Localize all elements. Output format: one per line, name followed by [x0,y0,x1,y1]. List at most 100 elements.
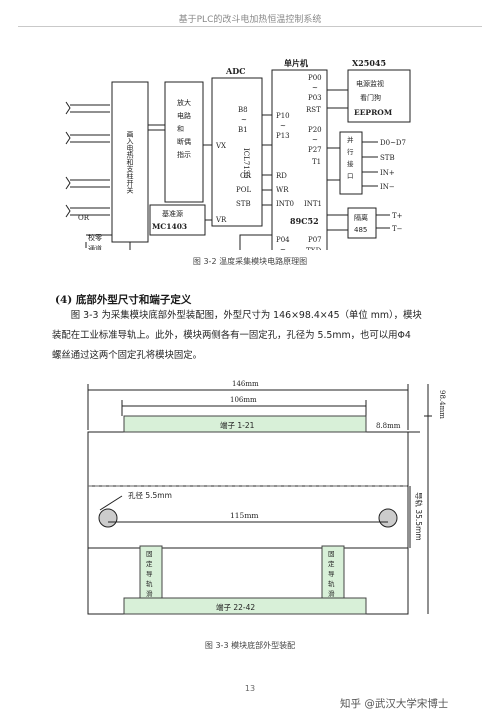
figure2-caption: 图 3-3 模块底部外型装配 [204,641,296,650]
svg-text:RD: RD [276,172,287,180]
svg-text:T−: T− [392,225,403,233]
dim-115: 115mm [230,511,259,520]
svg-text:P07: P07 [308,236,322,244]
ref-block-label: 基准源 [162,209,183,218]
fix-slot-right [321,545,345,599]
svg-text:~: ~ [312,136,318,144]
mcu-block [271,69,328,250]
mcu-part: 89C52 [290,216,319,226]
svg-text:指示: 指示 [177,150,191,159]
svg-text:INT1: INT1 [304,200,322,208]
svg-text:P03: P03 [308,94,322,102]
io-out-3: IN+ [380,169,395,177]
paragraph: 图 3-3 为采集模块底部外型装配图，外型尺寸为 146×98.4×45（单位 … [52,306,462,366]
svg-text:接: 接 [347,159,354,168]
svg-text:P04: P04 [276,236,290,244]
wdt-block [347,69,411,123]
wdt-line3: EEPROM [354,108,392,117]
svg-text:导: 导 [146,570,153,578]
circuit-diagram: 画入电热和支柱开关 放大 电路 和 断偶 指示 基准源 MC1403 ADC I… [65,58,411,250]
figure1-caption: 图 3-2 温度采集模块电路原理图 [192,257,308,266]
terminal-bottom [123,597,367,615]
page-header: 基于PLC的改斗电加热恒温控制系统 [178,15,322,25]
svg-text:B1: B1 [238,126,248,134]
fixing-hole-left [98,508,118,528]
svg-text:VR: VR [215,216,227,224]
svg-text:和: 和 [177,124,184,133]
watermark: 知乎 @武汉大学宋博士 [340,698,449,710]
svg-text:T1: T1 [312,158,321,166]
svg-text:定: 定 [146,559,153,568]
svg-text:~: ~ [312,84,318,92]
svg-text:OR: OR [240,172,252,180]
svg-text:VX: VX [215,142,226,150]
svg-text:P10: P10 [276,112,290,120]
or-label: OR [78,214,90,222]
io-out-1: D0~D7 [380,139,406,147]
page-number: 13 [244,684,256,693]
left-label-2: 通道 [88,244,102,250]
svg-text:~: ~ [280,122,286,130]
svg-text:行: 行 [347,147,354,156]
amp-block [164,81,204,203]
svg-text:INT0: INT0 [276,200,294,208]
fixing-hole-right [378,508,398,528]
module-outline [87,431,409,615]
fix-slot-left-label: 固 [146,550,153,558]
svg-text:~: ~ [241,116,247,124]
svg-text:P27: P27 [308,146,322,154]
svg-text:导: 导 [328,570,335,578]
left-label-1: 校零 [88,233,102,242]
wdt-line1: 电源监视 [356,79,384,88]
io-out-2: STB [380,154,395,162]
svg-text:~: ~ [280,246,286,250]
svg-text:断偶: 断偶 [177,137,191,146]
terminal-top [123,415,367,433]
io-block [339,131,363,195]
svg-text:T+: T+ [392,212,403,220]
amp-block-label-1: 放大 [177,98,191,107]
ref-block-part: MC1403 [152,222,187,231]
svg-text:轨: 轨 [328,579,335,588]
iso-label-1: 隔离 [354,213,368,222]
fix-slot-left [139,545,163,599]
svg-text:TXD: TXD [306,247,322,250]
iso-label-2: 485 [354,226,367,234]
hole-label: 孔径 5.5mm [128,490,172,500]
adc-block [211,77,263,227]
rail-label: 导轨 35.5mm [414,492,424,541]
svg-text:电路: 电路 [177,111,191,120]
svg-text:口: 口 [347,172,354,180]
paragraph-line-3: 螺丝通过这两个固定孔将模块固定。 [52,350,203,361]
dim-146: 146mm [232,380,259,388]
svg-text:WR: WR [276,186,289,194]
module-drawing: 146mm 106mm 端子 1-21 8.8mm 98.4mm 孔径 5.5m… [87,380,446,615]
svg-text:P20: P20 [308,126,322,134]
mcu-title: 单片机 [284,58,308,68]
svg-text:STB: STB [236,200,251,208]
wdt-line2: 看门狗 [360,93,381,102]
dim-8-8: 8.8mm [376,422,401,430]
svg-text:P00: P00 [308,74,322,82]
adc-part: ICL7135 [242,148,250,179]
fix-slot-right-label: 固 [328,550,335,558]
svg-text:POL: POL [236,186,251,194]
svg-text:滑: 滑 [146,589,153,598]
dim-98-4: 98.4mm [438,390,446,419]
terminal-top-label: 端子 1-21 [220,420,255,430]
svg-text:并: 并 [347,135,354,144]
section-heading: (4) 底部外型尺寸和端子定义 [55,294,192,306]
header-divider [18,26,482,27]
svg-text:P13: P13 [276,132,290,140]
iso-block [347,207,377,239]
svg-text:定: 定 [328,559,335,568]
svg-text:RST: RST [306,106,321,114]
adc-title: ADC [225,66,246,76]
dim-106: 106mm [230,396,257,404]
terminal-bottom-label: 端子 22-42 [216,602,255,612]
paragraph-line-2: 装配在工业标准导轨上。此外，模块两侧各有一固定孔，孔径为 5.5mm，也可以用Φ… [52,330,411,341]
thermocouple-inputs [65,101,110,218]
svg-text:轨: 轨 [146,579,153,588]
svg-text:B8: B8 [238,106,248,114]
wdt-title: X25045 [352,58,386,68]
